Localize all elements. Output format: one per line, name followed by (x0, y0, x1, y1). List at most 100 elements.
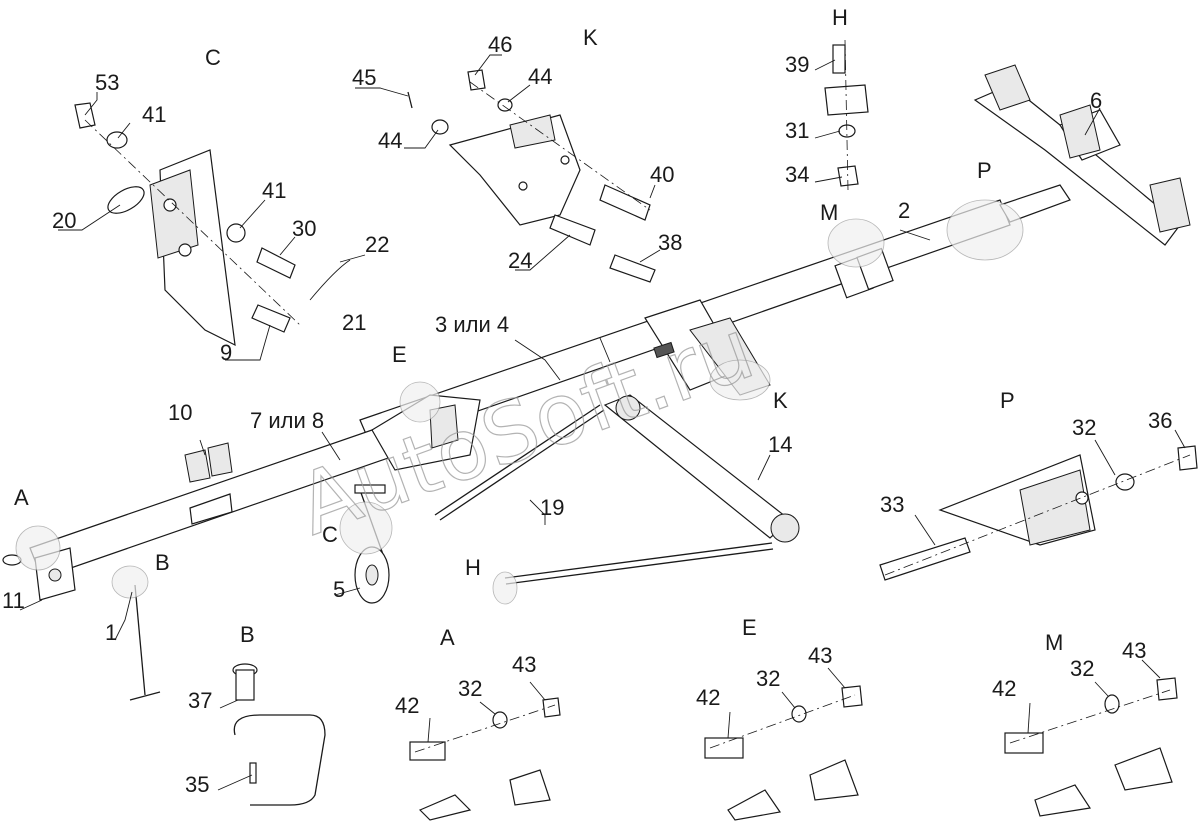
callout-35: 35 (185, 772, 209, 797)
view-letter-p-right: P (1000, 388, 1015, 413)
view-letters: C K H P B A E M A B C E K M P H (14, 5, 1063, 655)
area-m (827, 218, 885, 268)
bolt-42a-icon (409, 741, 446, 761)
callout-43-e: 43 (808, 643, 832, 668)
detail-view-m-parts (1004, 677, 1178, 817)
leader-lines (19, 54, 1186, 791)
callout-36: 36 (1148, 408, 1172, 433)
callout-32-p: 32 (1072, 415, 1096, 440)
callout-32-a: 32 (458, 676, 482, 701)
area-b (111, 565, 149, 599)
nut-46-icon (467, 69, 486, 91)
view-letter-h-main: H (465, 555, 481, 580)
callout-45: 45 (352, 65, 376, 90)
arm-14 (603, 394, 800, 543)
view-letter-m-main: M (820, 200, 838, 225)
area-e (399, 381, 441, 423)
watermark: AutoSoft.ru (285, 299, 766, 555)
pin-40-icon (599, 184, 651, 221)
view-letter-a-main: A (14, 485, 29, 510)
callout-32-m: 32 (1070, 656, 1094, 681)
callout-24: 24 (508, 248, 532, 273)
washer-44b-icon (431, 119, 449, 135)
detail-view-b-parts (232, 663, 326, 806)
detail-view-k-parts (407, 69, 656, 283)
nut-43m-icon (1156, 677, 1178, 701)
clevis-icon (233, 714, 326, 806)
view-letter-c-top: C (205, 45, 221, 70)
callout-7-or-8: 7 или 8 (250, 408, 324, 433)
callout-39: 39 (785, 52, 809, 77)
view-letter-e-main: E (392, 342, 407, 367)
washer-32a-icon (492, 711, 508, 729)
area-p (946, 199, 1024, 261)
washer-41b-icon (226, 223, 246, 243)
callout-32-e: 32 (756, 666, 780, 691)
area-h (492, 571, 518, 605)
pin-9-icon (251, 304, 291, 333)
callout-42-m: 42 (992, 676, 1016, 701)
callout-41-b: 41 (262, 178, 286, 203)
callout-46: 46 (488, 32, 512, 57)
view-letter-e-detail: E (742, 615, 757, 640)
callout-44-b: 44 (378, 128, 402, 153)
detail-view-a-parts (409, 697, 561, 821)
view-letter-k-main: K (773, 388, 788, 413)
callout-1: 1 (105, 620, 117, 645)
pin-45-icon (407, 91, 413, 109)
pin-24-icon (549, 214, 596, 246)
view-letter-a-detail: A (440, 625, 455, 650)
view-letter-k-top: K (583, 25, 598, 50)
callout-10: 10 (168, 400, 192, 425)
nut-43e-icon (841, 685, 863, 708)
callout-14: 14 (768, 432, 792, 457)
area-a (15, 525, 61, 571)
view-letter-b-detail: B (240, 622, 255, 647)
detail-view-c-parts (74, 102, 351, 347)
shovels-10 (184, 442, 233, 525)
callout-19: 19 (540, 495, 564, 520)
callout-37: 37 (188, 688, 212, 713)
callout-34: 34 (785, 162, 809, 187)
callout-numbers: 53 41 20 41 30 22 9 21 45 46 44 44 40 24… (2, 32, 1172, 797)
callout-22: 22 (365, 232, 389, 257)
view-letter-p-main: P (977, 158, 992, 183)
joint-e-bracket (371, 394, 481, 471)
pin-38-icon (609, 254, 656, 283)
watermark-text: AutoSoft.ru (285, 300, 765, 555)
rod-h (504, 542, 774, 585)
area-c (339, 501, 393, 555)
bolt-42m-icon (1004, 732, 1044, 754)
clamp-m (834, 247, 894, 299)
view-letter-h-top: H (832, 5, 848, 30)
callout-31: 31 (785, 118, 809, 143)
bolt-42e-icon (704, 737, 744, 759)
callout-2: 2 (898, 198, 910, 223)
washer-32p-icon (1115, 473, 1135, 491)
main-frame-assembly (2, 64, 1191, 701)
callout-43-m: 43 (1122, 638, 1146, 663)
detail-view-p-parts (879, 445, 1198, 581)
callout-33: 33 (880, 492, 904, 517)
view-letter-c-main: C (322, 522, 338, 547)
washer-41a-icon (106, 131, 128, 149)
detail-view-h-parts (824, 39, 869, 191)
callout-6: 6 (1090, 88, 1102, 113)
nut-36-icon (1177, 445, 1198, 471)
callout-9: 9 (220, 340, 232, 365)
callout-21: 21 (342, 310, 366, 335)
callout-40: 40 (650, 162, 674, 187)
callout-41-a: 41 (142, 102, 166, 127)
nut-34-icon (837, 165, 859, 187)
callout-42-e: 42 (696, 685, 720, 710)
callout-44-a: 44 (528, 64, 552, 89)
pin-35-icon (249, 762, 257, 784)
view-letter-m-detail: M (1045, 630, 1063, 655)
callout-20: 20 (52, 208, 76, 233)
area-k (709, 359, 771, 401)
callout-53: 53 (95, 70, 119, 95)
callout-5: 5 (333, 577, 345, 602)
rod-19 (434, 404, 601, 516)
view-letter-b-main: B (155, 550, 170, 575)
